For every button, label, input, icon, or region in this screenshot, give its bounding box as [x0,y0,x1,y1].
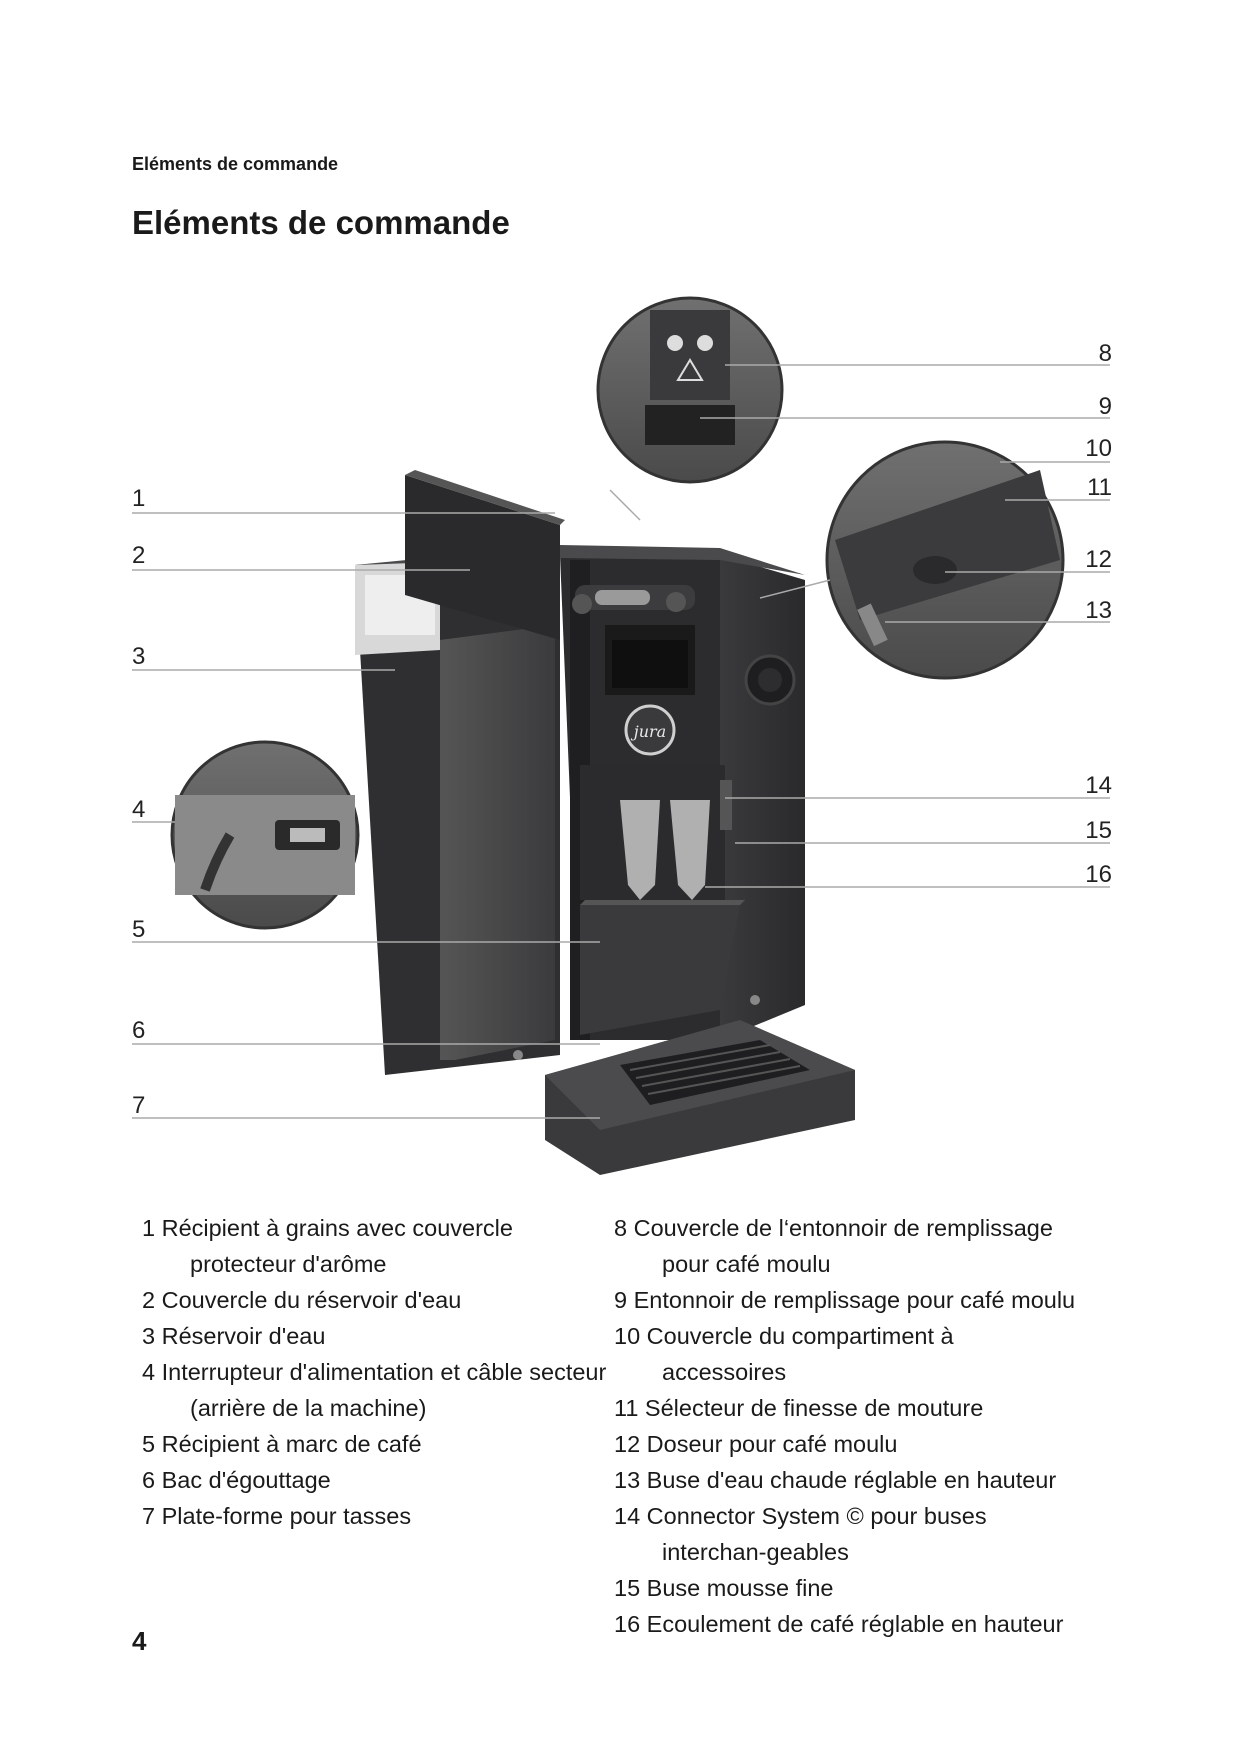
callout-8: 8 [1098,340,1112,367]
legend-item: 14 Connector System © pour buses interch… [614,1503,987,1565]
callout-14: 14 [1085,772,1112,799]
callout-16: 16 [1085,861,1112,888]
detail-circle-top [596,296,784,484]
legend-item: 10 Couvercle du compartiment à accessoir… [614,1323,954,1385]
callout-10: 10 [1085,435,1112,462]
legend-item: 6 Bac d'égouttage [142,1467,331,1493]
callout-2: 2 [132,542,146,569]
callout-9: 9 [1098,393,1112,420]
running-header: Eléments de commande [132,154,339,174]
detail-circle-left [170,740,360,930]
callout-3: 3 [132,643,146,670]
callout-6: 6 [132,1017,146,1044]
callout-15: 15 [1085,817,1112,844]
legend-item: 15 Buse mousse fine [614,1575,834,1601]
machine-body: jura [355,470,855,1175]
legend-item: 16 Ecoulement de café réglable en hauteu… [614,1611,1064,1637]
callout-12: 12 [1085,546,1112,573]
legend-item: 8 Couvercle de l‘entonnoir de remplissag… [614,1215,1053,1277]
legend-item: 5 Récipient à marc de café [142,1431,422,1457]
callout-lines [132,364,1110,1119]
page-title: Eléments de commande [132,204,510,241]
callout-4: 4 [132,796,146,823]
page-number: 4 [132,1626,147,1656]
callout-7: 7 [132,1092,146,1119]
legend-item: 7 Plate-forme pour tasses [142,1503,412,1529]
callout-1: 1 [132,485,146,512]
legend-item: 2 Couvercle du réservoir d'eau [142,1287,462,1313]
legend-list-left: 1 Récipient à grains avec couvercle prot… [142,1210,612,1534]
legend-item: 1 Récipient à grains avec couvercle prot… [142,1215,513,1277]
legend-item: 9 Entonnoir de remplissage pour café mou… [614,1287,1076,1313]
legend-item: 13 Buse d'eau chaude réglable en hauteur [614,1467,1057,1493]
callout-13: 13 [1085,597,1112,624]
legend-item: 11 Sélecteur de finesse de mouture [614,1395,984,1421]
detail-circle-right [825,440,1065,680]
legend-item: 4 Interrupteur d'alimentation et câble s… [142,1359,607,1421]
callout-11: 11 [1087,474,1112,501]
jura-logo: jura [631,722,666,741]
callout-5: 5 [132,916,146,943]
legend-item: 12 Doseur pour café moulu [614,1431,898,1457]
legend-item: 3 Réservoir d'eau [142,1323,326,1349]
legend-list-right: 8 Couvercle de l‘entonnoir de remplissag… [614,1210,1084,1642]
